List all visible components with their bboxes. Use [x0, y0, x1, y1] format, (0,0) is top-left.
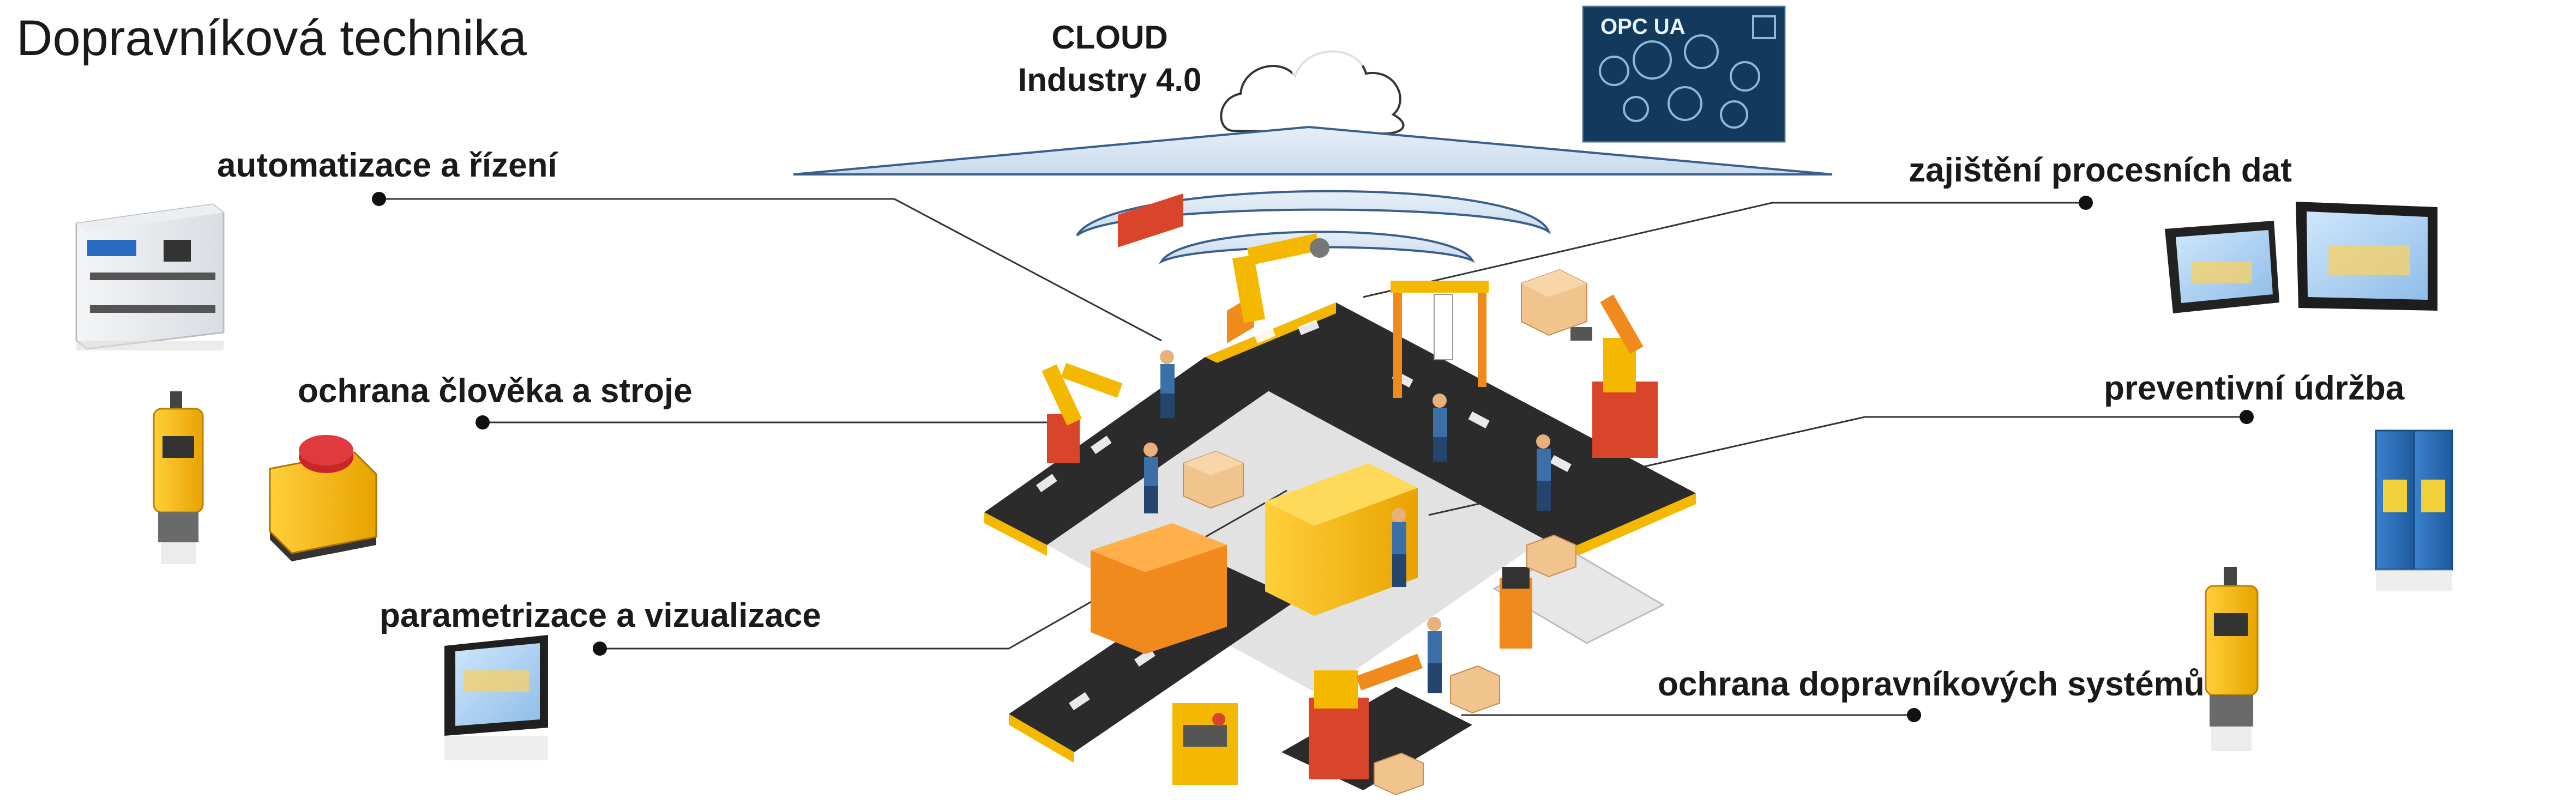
relay-module-icon [2375, 429, 2453, 591]
worker-icon [1160, 350, 1175, 418]
callout-conveyor-protection: ochrana dopravníkových systémů [1658, 665, 2205, 703]
gantry-station [1391, 281, 1489, 398]
box-icon [1374, 752, 1424, 796]
opcua-label: OPC UA [1600, 15, 1686, 39]
worker-icon [1536, 434, 1551, 511]
page-title: Dopravníková technika [16, 10, 527, 66]
hmi-panel-icon [2165, 202, 2437, 313]
cloud-label-line1: CLOUD [1051, 19, 1168, 56]
box-icon [1450, 665, 1500, 714]
inspection-station [1265, 21, 1418, 616]
worker-icon [1392, 508, 1406, 587]
callout-safety: ochrana člověka a stroje [298, 372, 693, 410]
press-station [1172, 703, 1238, 785]
press-station [1091, 193, 1227, 654]
worker-icon [1427, 617, 1442, 693]
safety-switch-icon [153, 391, 204, 564]
emergency-stop-icon [269, 435, 377, 561]
control-terminal [1500, 567, 1532, 649]
cloud-label-line2: Industry 4.0 [1018, 62, 1202, 98]
hmi-panel-icon [444, 635, 548, 760]
box-icon [1526, 534, 1576, 578]
callout-parameterization: parametrizace a vizualizace [380, 597, 821, 634]
robot-arm-icon [1227, 233, 1329, 343]
robot-arm-icon [1570, 294, 1658, 458]
callout-maintenance: preventivní údržba [2104, 370, 2405, 407]
callout-process-data: zajištění procesních dat [1909, 152, 2292, 189]
worker-icon [1143, 443, 1158, 513]
safety-switch-icon [2205, 567, 2259, 751]
robot-arm-icon [1042, 362, 1123, 463]
worker-icon [1433, 394, 1447, 462]
cloud-label: CLOUD Industry 4.0 [1001, 16, 1219, 101]
box-icon [1521, 269, 1587, 336]
callout-automation: automatizace a řízení [217, 147, 557, 184]
robot-arm-icon [1309, 653, 1423, 779]
opcua-graphic: OPC UA [1582, 5, 1786, 143]
box-icon [1183, 450, 1244, 509]
plc-controller-icon [75, 203, 225, 350]
